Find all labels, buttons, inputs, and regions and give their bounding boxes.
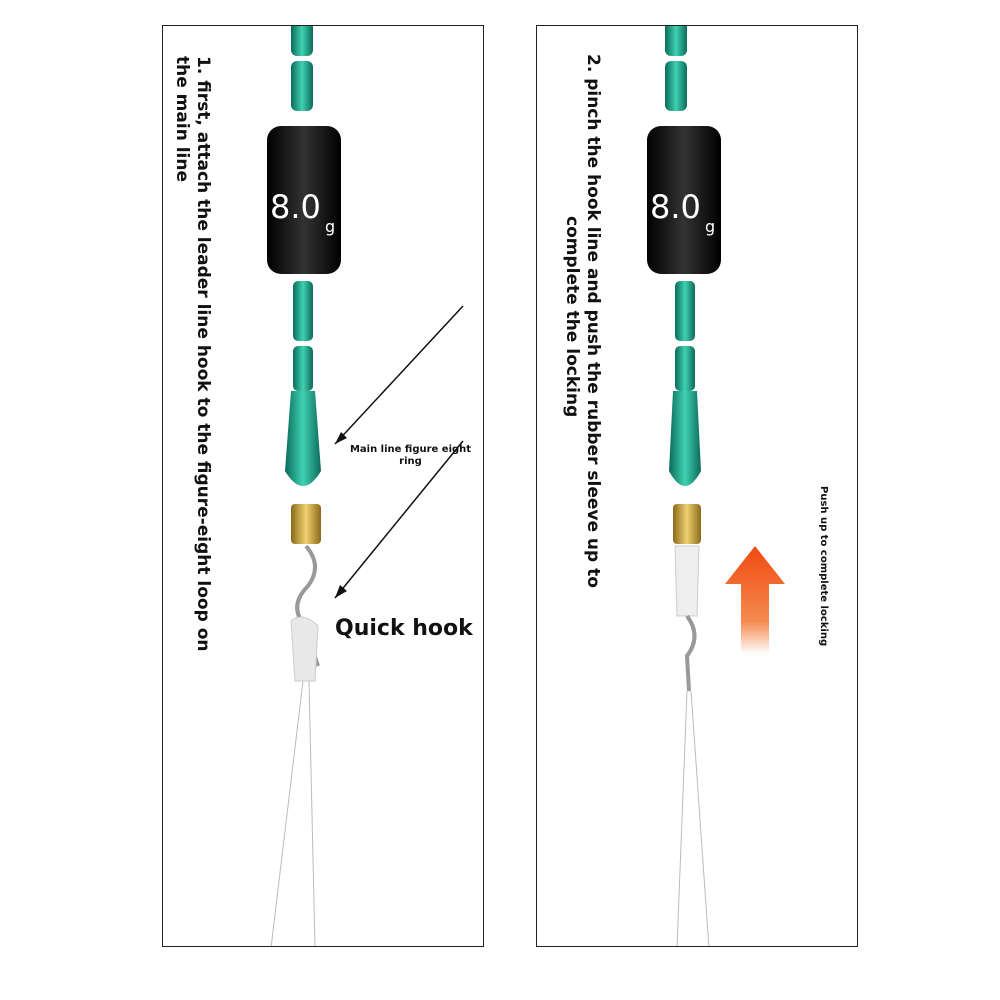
- step1-instruction-line1: 1. first, attach the leader line hook to…: [193, 56, 213, 652]
- step2-rig-illustration: 8.0 g: [647, 26, 785, 946]
- weight-unit: g: [705, 217, 715, 236]
- weight-label: 8.0: [270, 188, 321, 226]
- rubber-sleeve: [285, 391, 321, 486]
- rubber-sleeve: [674, 545, 700, 617]
- push-up-arrow-icon: [725, 546, 785, 654]
- step1-rig-illustration: 8.0 g: [267, 26, 464, 946]
- sinker-weight: [647, 126, 721, 274]
- step2-instruction-line1: 2. pinch the hook line and push the rubb…: [583, 54, 603, 588]
- step2-panel: 8.0 g 2. pinch the hook line and push th…: [536, 25, 858, 947]
- weight-label: 8.0: [650, 188, 701, 226]
- bead: [291, 26, 313, 56]
- quick-hook-label: Quick hook: [335, 616, 473, 641]
- step1-panel: 8.0 g 1. first, attach the leader line h…: [162, 25, 484, 947]
- step1-instruction-line2: the main line: [172, 56, 192, 182]
- bead: [291, 61, 313, 111]
- quick-hook: [684, 614, 697, 692]
- push-up-note: Push up to complete locking: [818, 486, 829, 647]
- callout-label: Main line figure eight ring: [349, 444, 472, 467]
- sinker-weight: [267, 126, 341, 274]
- weight-unit: g: [325, 217, 335, 236]
- brass-swivel: [291, 504, 321, 544]
- step2-instruction-line2: complete the locking: [562, 216, 582, 418]
